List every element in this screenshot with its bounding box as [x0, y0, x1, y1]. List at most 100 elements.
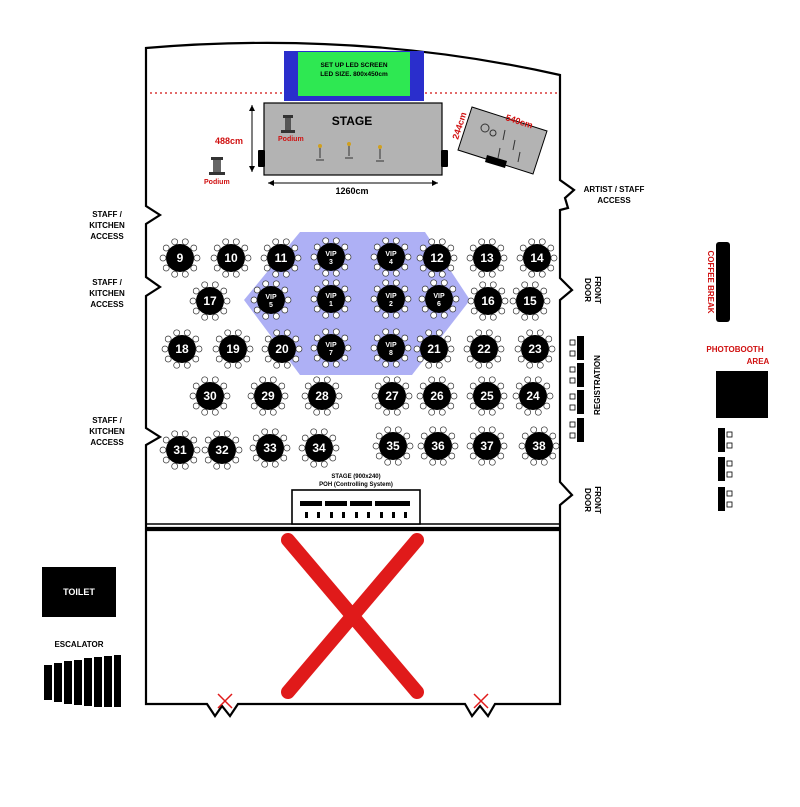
chair-icon [538, 238, 546, 246]
chair-icon [478, 238, 486, 246]
escalator-icon [44, 655, 121, 707]
chair-icon [189, 297, 197, 305]
chair-icon [479, 281, 487, 289]
table-label: VIP [433, 293, 445, 300]
chair-icon [310, 428, 318, 436]
chair-icon [463, 345, 471, 353]
table-label: 1 [329, 301, 333, 308]
table-top [308, 382, 336, 410]
table-label: 18 [175, 342, 189, 356]
chair-icon [322, 328, 330, 336]
round-table: 30 [189, 376, 231, 416]
chair-icon [401, 243, 409, 251]
chair-icon [521, 281, 529, 289]
chair-icon [401, 285, 409, 293]
table-top [423, 382, 451, 410]
round-table: 35 [372, 426, 414, 466]
chair-icon [519, 244, 527, 252]
photobooth-label-line1: PHOTOBOOTH [706, 345, 763, 354]
escalator-label: ESCALATOR [54, 640, 103, 649]
chair-icon [478, 376, 486, 384]
chair-icon [447, 402, 455, 410]
chair-icon [469, 264, 477, 272]
table-top [379, 432, 407, 460]
chair-icon [418, 295, 426, 303]
chair-icon [394, 426, 402, 434]
chair-icon [439, 426, 447, 434]
table-label: VIP [325, 342, 337, 349]
chair-icon [466, 442, 474, 450]
chair-icon [550, 254, 558, 262]
chair-icon [164, 355, 172, 363]
chair-icon [530, 426, 538, 434]
chair-icon [320, 460, 328, 468]
round-table: 31 [159, 430, 201, 470]
chair-icon [313, 263, 321, 271]
table-top [424, 432, 452, 460]
chair-icon [425, 329, 433, 337]
table-label: 2 [389, 301, 393, 308]
chair-icon [211, 281, 219, 289]
table-top [257, 286, 285, 314]
chair-icon [428, 270, 436, 278]
chair-icon [264, 335, 272, 343]
table-label: 17 [203, 294, 217, 308]
chair-icon [224, 329, 232, 337]
chair-icon [269, 408, 277, 416]
chair-icon [531, 281, 539, 289]
svg-text:ARTIST / STAFF: ARTIST / STAFF [584, 185, 645, 194]
chair-icon [250, 296, 258, 304]
chair-icon [549, 432, 557, 440]
chair-icon [421, 285, 429, 293]
chair-icon [301, 392, 309, 400]
chair-icon [404, 295, 412, 303]
chair-icon [341, 354, 349, 362]
table-label: 8 [389, 350, 393, 357]
chair-icon [272, 280, 280, 288]
chair-icon [193, 446, 201, 454]
chair-icon [469, 452, 477, 460]
chair-icon [540, 307, 548, 315]
chair-icon [373, 354, 381, 362]
chair-icon [530, 458, 538, 466]
chair-icon [190, 436, 198, 444]
chair-icon [497, 432, 505, 440]
chair-icon [470, 287, 478, 295]
chair-icon [402, 402, 410, 410]
chair-icon [438, 376, 446, 384]
chair-icon [298, 444, 306, 452]
main-stage: STAGE Podium 1260cm 488cm [215, 102, 448, 196]
table-label: 29 [261, 389, 275, 403]
chair-icon [232, 456, 240, 464]
chair-icon [283, 329, 291, 337]
chair-icon [192, 355, 200, 363]
chair-icon [211, 313, 219, 321]
chair-icon [263, 264, 271, 272]
chair-icon [344, 253, 352, 261]
chair-icon [213, 264, 221, 272]
table-top [256, 434, 284, 462]
chair-icon [439, 458, 447, 466]
chair-icon [512, 287, 520, 295]
chair-icon [313, 305, 321, 313]
svg-text:STAFF /: STAFF / [92, 416, 122, 425]
chair-icon [253, 306, 261, 314]
chair-icon [449, 285, 457, 293]
chair-icon [222, 270, 230, 278]
chair-icon [451, 442, 459, 450]
chair-icon [466, 335, 474, 343]
stage-podium-label: Podium [278, 136, 304, 143]
table-label: 14 [530, 251, 544, 265]
artist-staff-access-label: ARTIST / STAFF ACCESS [584, 185, 645, 205]
chair-icon [413, 345, 421, 353]
chair-icon [171, 462, 179, 470]
chair-icon [382, 311, 390, 319]
chair-icon [488, 270, 496, 278]
chair-icon [374, 402, 382, 410]
chair-icon [547, 264, 555, 272]
table-top [473, 244, 501, 272]
chair-icon [313, 376, 321, 384]
